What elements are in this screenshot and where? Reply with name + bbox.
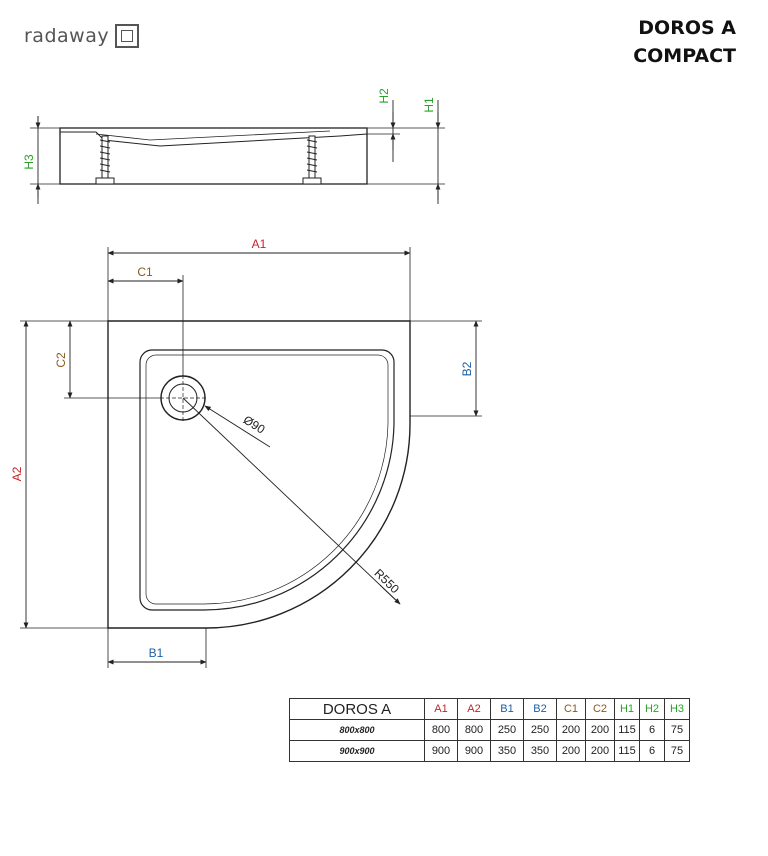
brand-logo: radaway xyxy=(24,24,140,48)
side-view xyxy=(30,100,445,204)
table-header-h3: H3 xyxy=(664,698,690,720)
table-header-a1: A1 xyxy=(424,698,458,720)
table-header-h1: H1 xyxy=(614,698,640,720)
top-view-basin-outline xyxy=(139,349,395,611)
table-header-c2: C2 xyxy=(585,698,615,720)
dim-c2-label: C2 xyxy=(54,352,68,368)
dim-b2-label: B2 xyxy=(460,361,474,376)
table-cell: 200 xyxy=(585,740,615,762)
top-view-tray-outline xyxy=(107,320,411,629)
table-row-label: 800x800 xyxy=(289,719,425,741)
dim-h3-label: H3 xyxy=(22,154,36,170)
table-cell: 75 xyxy=(664,740,690,762)
side-view-basin-profile xyxy=(60,131,368,147)
table-cell: 200 xyxy=(556,740,586,762)
table-cell: 6 xyxy=(639,740,665,762)
side-view-right-foot xyxy=(302,135,322,185)
brand-logo-text: radaway xyxy=(24,25,110,47)
table-cell: 900 xyxy=(457,740,491,762)
table-model-header: DOROS A xyxy=(289,698,425,720)
side-view-tray-body xyxy=(59,127,368,185)
table-cell: 350 xyxy=(490,740,524,762)
dim-a2-label: A2 xyxy=(10,466,24,481)
table-cell: 800 xyxy=(424,719,458,741)
table-cell: 75 xyxy=(664,719,690,741)
table-row: 900x900 900 900 350 350 200 200 115 6 75 xyxy=(289,740,690,762)
table-cell: 350 xyxy=(523,740,557,762)
table-cell: 250 xyxy=(523,719,557,741)
dim-radius-leader xyxy=(182,397,401,605)
product-title: DOROS A COMPACT xyxy=(633,14,736,70)
dim-c1-label: C1 xyxy=(137,265,153,279)
dimensions-table: DOROS A A1 A2 B1 B2 C1 C2 H1 H2 H3 800x8… xyxy=(289,698,690,762)
dim-h1-label: H1 xyxy=(422,97,436,113)
table-cell: 250 xyxy=(490,719,524,741)
side-view-inner-line xyxy=(95,130,331,141)
dim-h2-label: H2 xyxy=(377,88,391,104)
table-header-b2: B2 xyxy=(523,698,557,720)
table-cell: 200 xyxy=(556,719,586,741)
table-header-a2: A2 xyxy=(457,698,491,720)
table-row-label: 900x900 xyxy=(289,740,425,762)
table-header-row: DOROS A A1 A2 B1 B2 C1 C2 H1 H2 H3 xyxy=(289,698,690,720)
table-cell: 6 xyxy=(639,719,665,741)
table-cell: 115 xyxy=(614,740,640,762)
drain-crosshair xyxy=(160,375,206,421)
brand-logo-mark-icon xyxy=(115,24,140,48)
dim-b1-label: B1 xyxy=(149,646,164,660)
table-row: 800x800 800 800 250 250 200 200 115 6 75 xyxy=(289,719,690,741)
table-cell: 200 xyxy=(585,719,615,741)
product-title-line1: DOROS A xyxy=(638,17,736,39)
table-cell: 800 xyxy=(457,719,491,741)
dim-diameter-label: Ø90 xyxy=(241,413,268,437)
product-title-line2: COMPACT xyxy=(633,45,736,67)
table-header-b1: B1 xyxy=(490,698,524,720)
table-header-h2: H2 xyxy=(639,698,665,720)
side-view-left-foot xyxy=(95,135,115,185)
table-header-c1: C1 xyxy=(556,698,586,720)
table-cell: 115 xyxy=(614,719,640,741)
dim-a1-label: A1 xyxy=(252,237,267,251)
table-cell: 900 xyxy=(424,740,458,762)
dim-diameter-leader xyxy=(204,405,271,448)
top-view-basin-inner xyxy=(145,354,389,605)
